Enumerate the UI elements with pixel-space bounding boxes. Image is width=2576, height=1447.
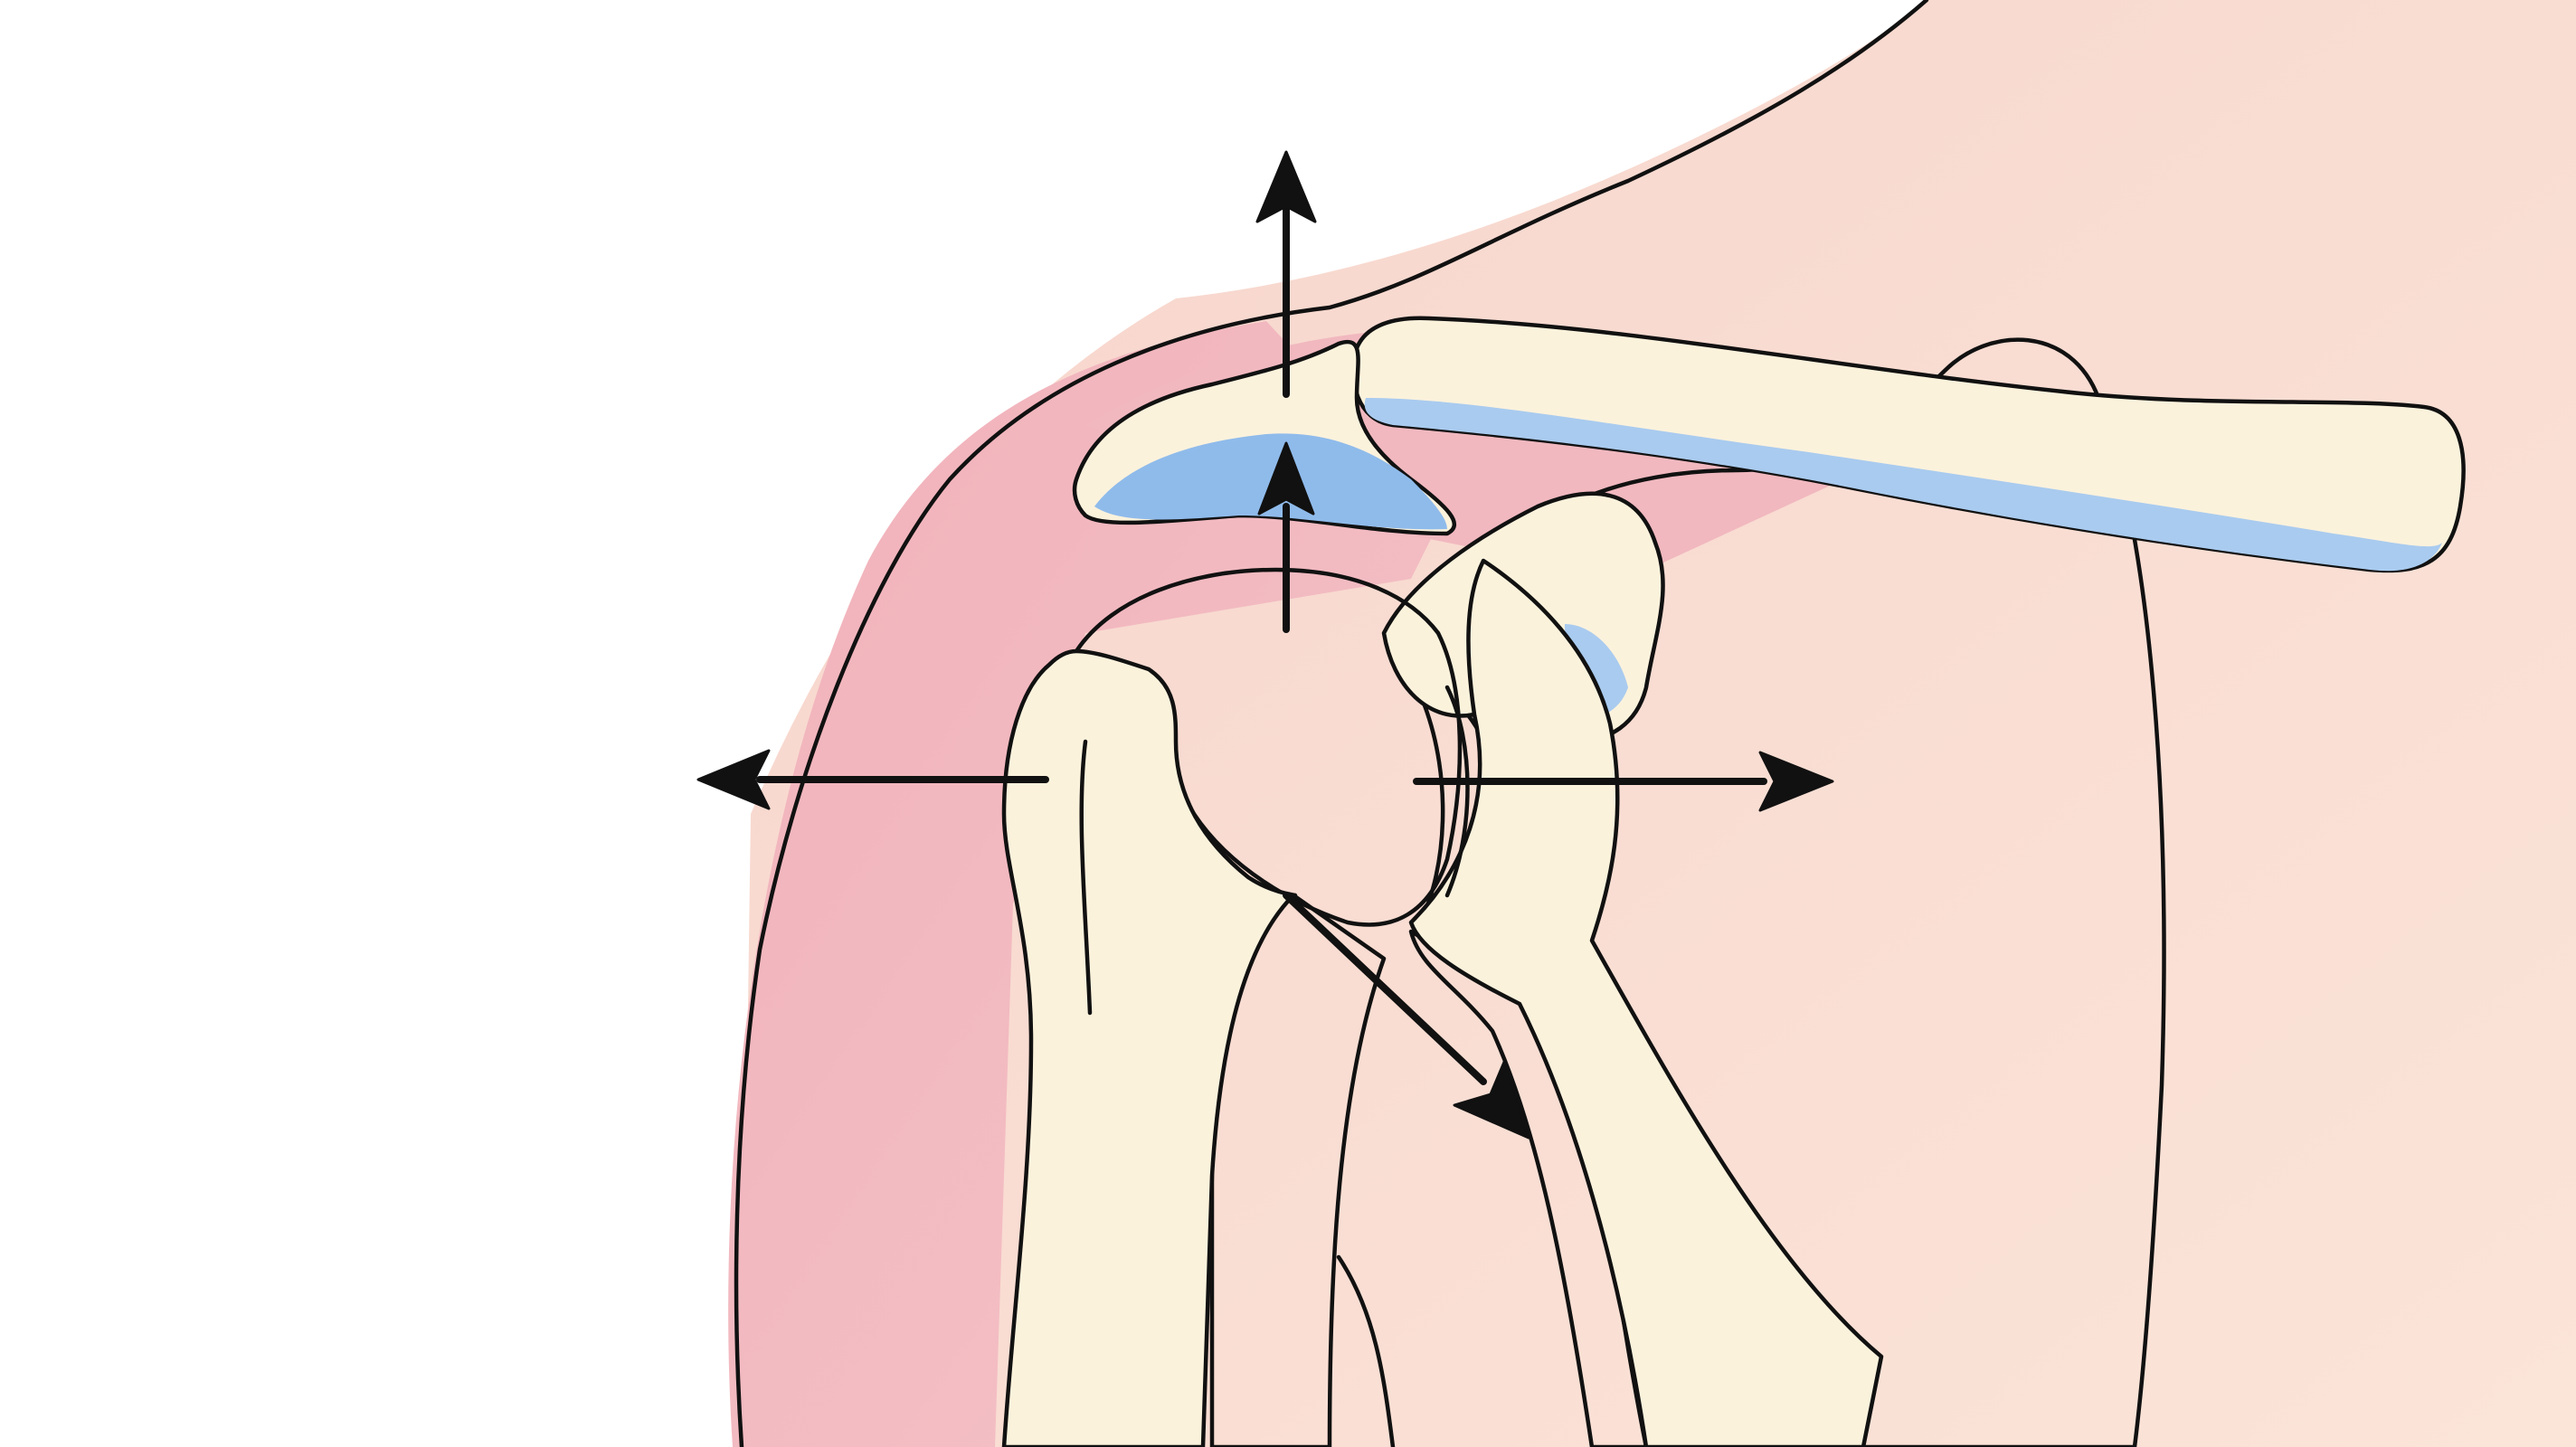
arm-contour bbox=[1336, 1254, 1396, 1447]
clavicle-shadow bbox=[1364, 398, 2442, 572]
arrow-left bbox=[696, 749, 1049, 810]
body-outline bbox=[734, 0, 1929, 1447]
deltoid-muscle bbox=[728, 321, 1483, 1447]
humerus-highlight bbox=[1079, 739, 1093, 1016]
arrow-right bbox=[1413, 751, 1834, 812]
arrow-up-humeral-head bbox=[1257, 441, 1315, 633]
arrow-down-right bbox=[1283, 892, 1530, 1140]
humerus bbox=[1001, 648, 1298, 1447]
clavicle bbox=[1351, 316, 2466, 573]
arrow-up-acromion bbox=[1255, 150, 1317, 398]
humeral-head-rim bbox=[1444, 685, 1470, 898]
